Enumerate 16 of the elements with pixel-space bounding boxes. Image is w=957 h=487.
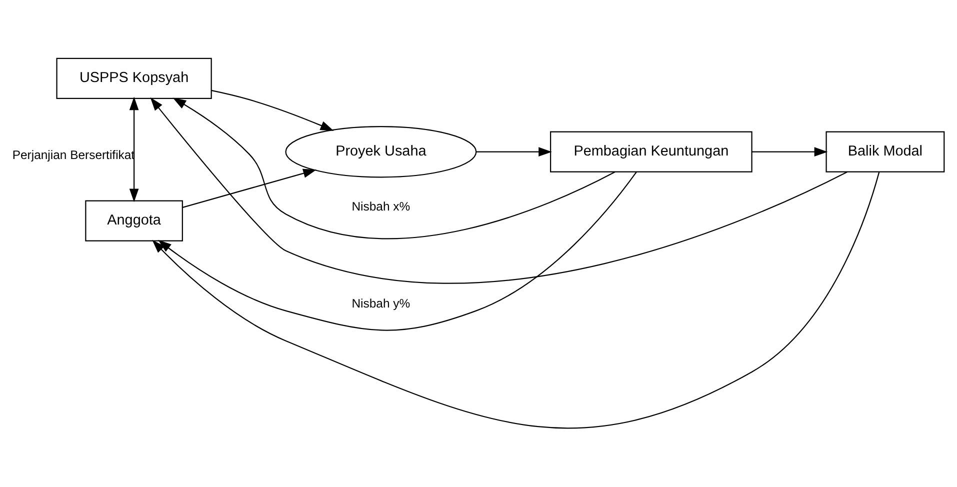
arrow (158, 172, 637, 331)
arrow (182, 168, 317, 208)
node-box: Balik Modal (826, 131, 945, 172)
arrow (152, 172, 880, 428)
node-box: USPPS Kopsyah (56, 58, 212, 100)
arrow (211, 90, 334, 131)
node-box: Anggota (85, 200, 183, 242)
edge-label: Nisbah x% (352, 200, 410, 214)
edge-label: Perjanjian Bersertifikat (12, 148, 135, 162)
arrow (172, 98, 616, 239)
arrow (150, 97, 848, 284)
edge-label: Nisbah y% (352, 296, 410, 310)
node-box: Pembagian Keuntungan (550, 131, 752, 172)
arrow (476, 147, 552, 157)
arrow (129, 96, 139, 202)
arrow (752, 147, 828, 157)
